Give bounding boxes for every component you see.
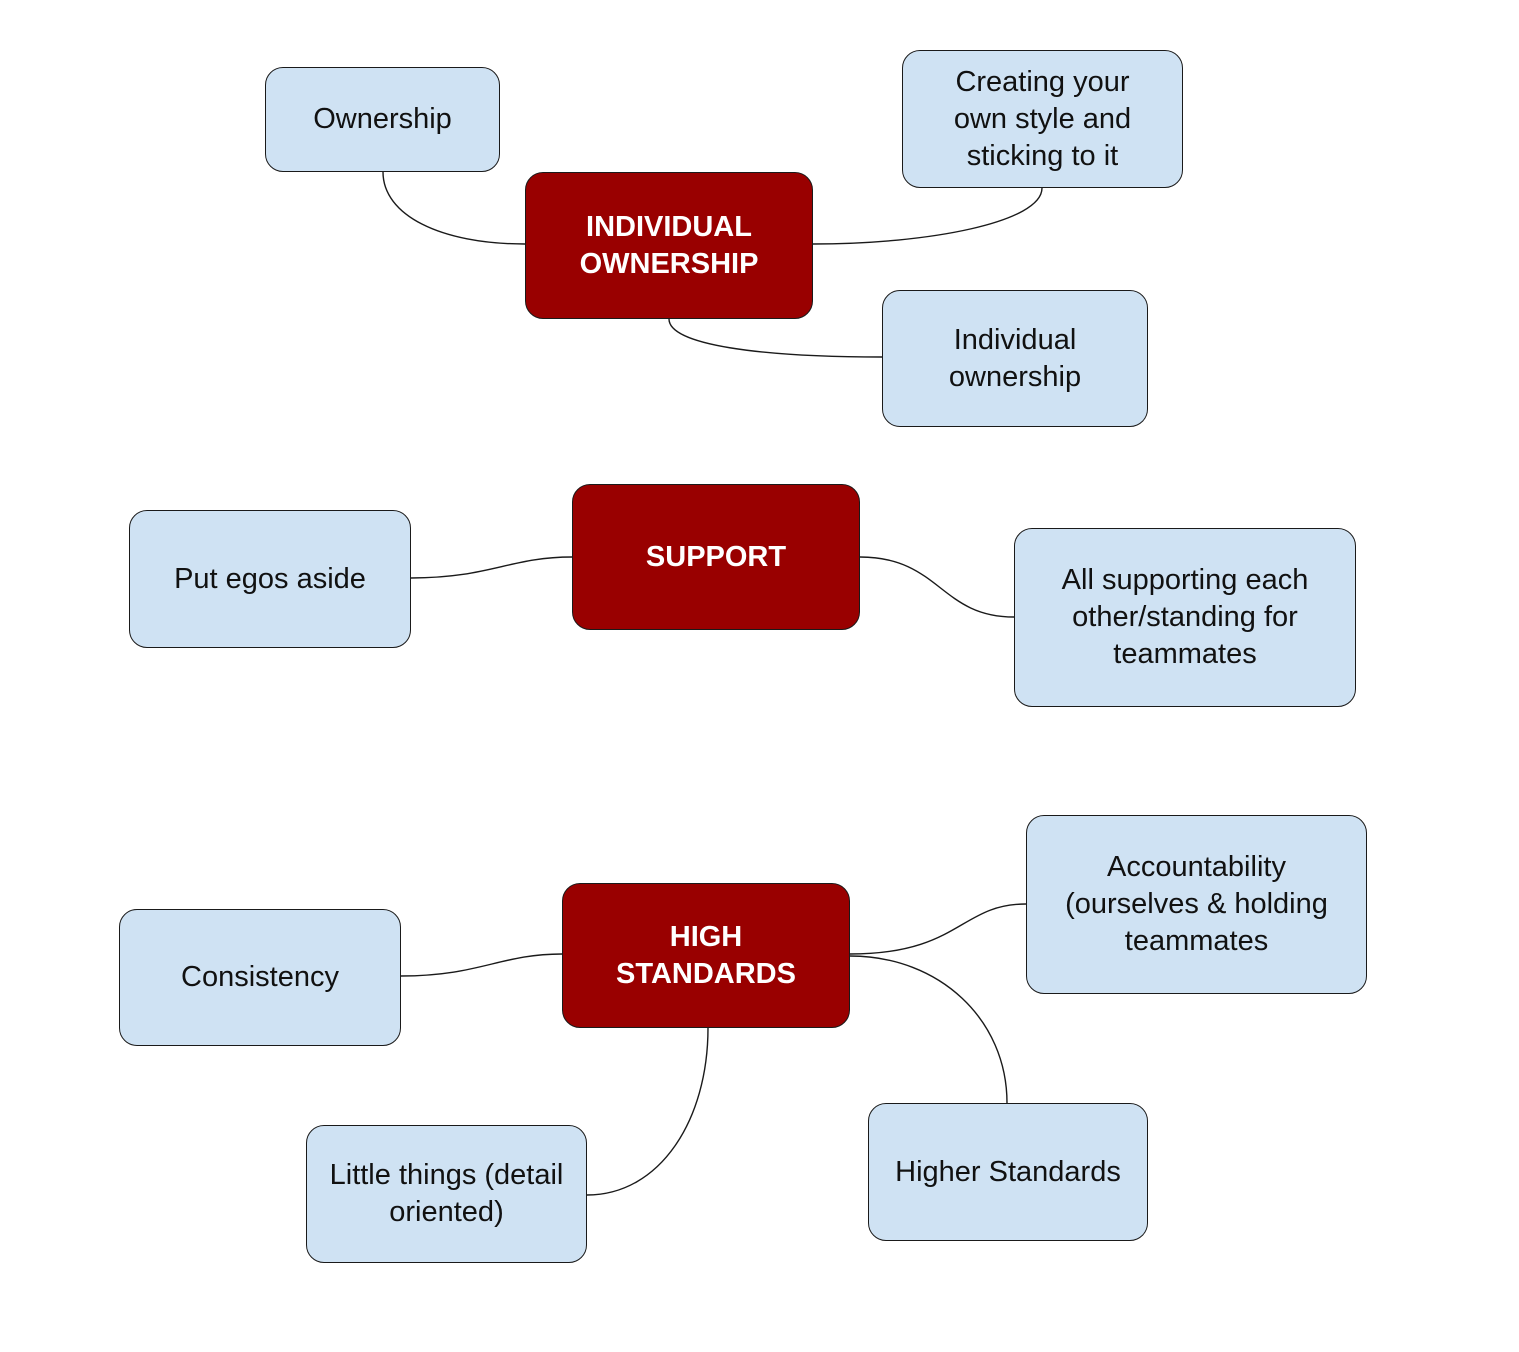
leaf-label-creating-your-own-style: Creating your own style and sticking to … [953, 65, 1132, 172]
leaf-node-ownership: Ownership [265, 67, 500, 172]
central-node-individual-ownership: INDIVIDUAL OWNERSHIP [525, 172, 813, 319]
leaf-node-accountability: Accountability (ourselves & holding team… [1026, 815, 1367, 994]
connector-all-supporting [859, 556, 1015, 618]
leaf-label-ownership: Ownership [313, 103, 452, 135]
leaf-node-little-things: Little things (detail oriented) [306, 1125, 587, 1263]
leaf-node-put-egos-aside: Put egos aside [129, 510, 411, 648]
connector-consistency [400, 953, 563, 977]
central-node-support: SUPPORT [572, 484, 860, 630]
leaf-label-accountability: Accountability (ourselves & holding team… [1065, 851, 1328, 957]
leaf-label-little-things: Little things (detail oriented) [329, 1159, 564, 1228]
central-node-high-standards: HIGH STANDARDS [562, 883, 850, 1028]
connector-little-things [586, 1027, 709, 1196]
leaf-node-creating-your-own-style: Creating your own style and sticking to … [902, 50, 1183, 188]
leaf-node-all-supporting-each-other: All supporting each other/standing for t… [1014, 528, 1356, 707]
central-label-support: SUPPORT [645, 540, 787, 573]
connector-creating-style [812, 187, 1043, 245]
leaf-label-consistency: Consistency [181, 961, 339, 993]
connector-individual-ownership [668, 318, 883, 358]
leaf-node-consistency: Consistency [119, 909, 401, 1046]
central-label-high-standards: HIGH STANDARDS [616, 920, 796, 990]
connector-put-egos-aside [410, 556, 573, 579]
connector-accountability [849, 903, 1027, 955]
connector-ownership [382, 171, 526, 245]
leaf-label-all-supporting-each-other: All supporting each other/standing for t… [1061, 564, 1309, 670]
leaf-label-put-egos-aside: Put egos aside [174, 562, 366, 595]
connector-higher-standards [849, 955, 1008, 1104]
leaf-label-higher-standards: Higher Standards [895, 1155, 1121, 1188]
leaf-label-individual-ownership: Individual ownership [948, 323, 1082, 393]
central-label-individual-ownership: INDIVIDUAL OWNERSHIP [579, 210, 759, 280]
leaf-node-higher-standards: Higher Standards [868, 1103, 1148, 1241]
leaf-node-individual-ownership: Individual ownership [882, 290, 1148, 427]
